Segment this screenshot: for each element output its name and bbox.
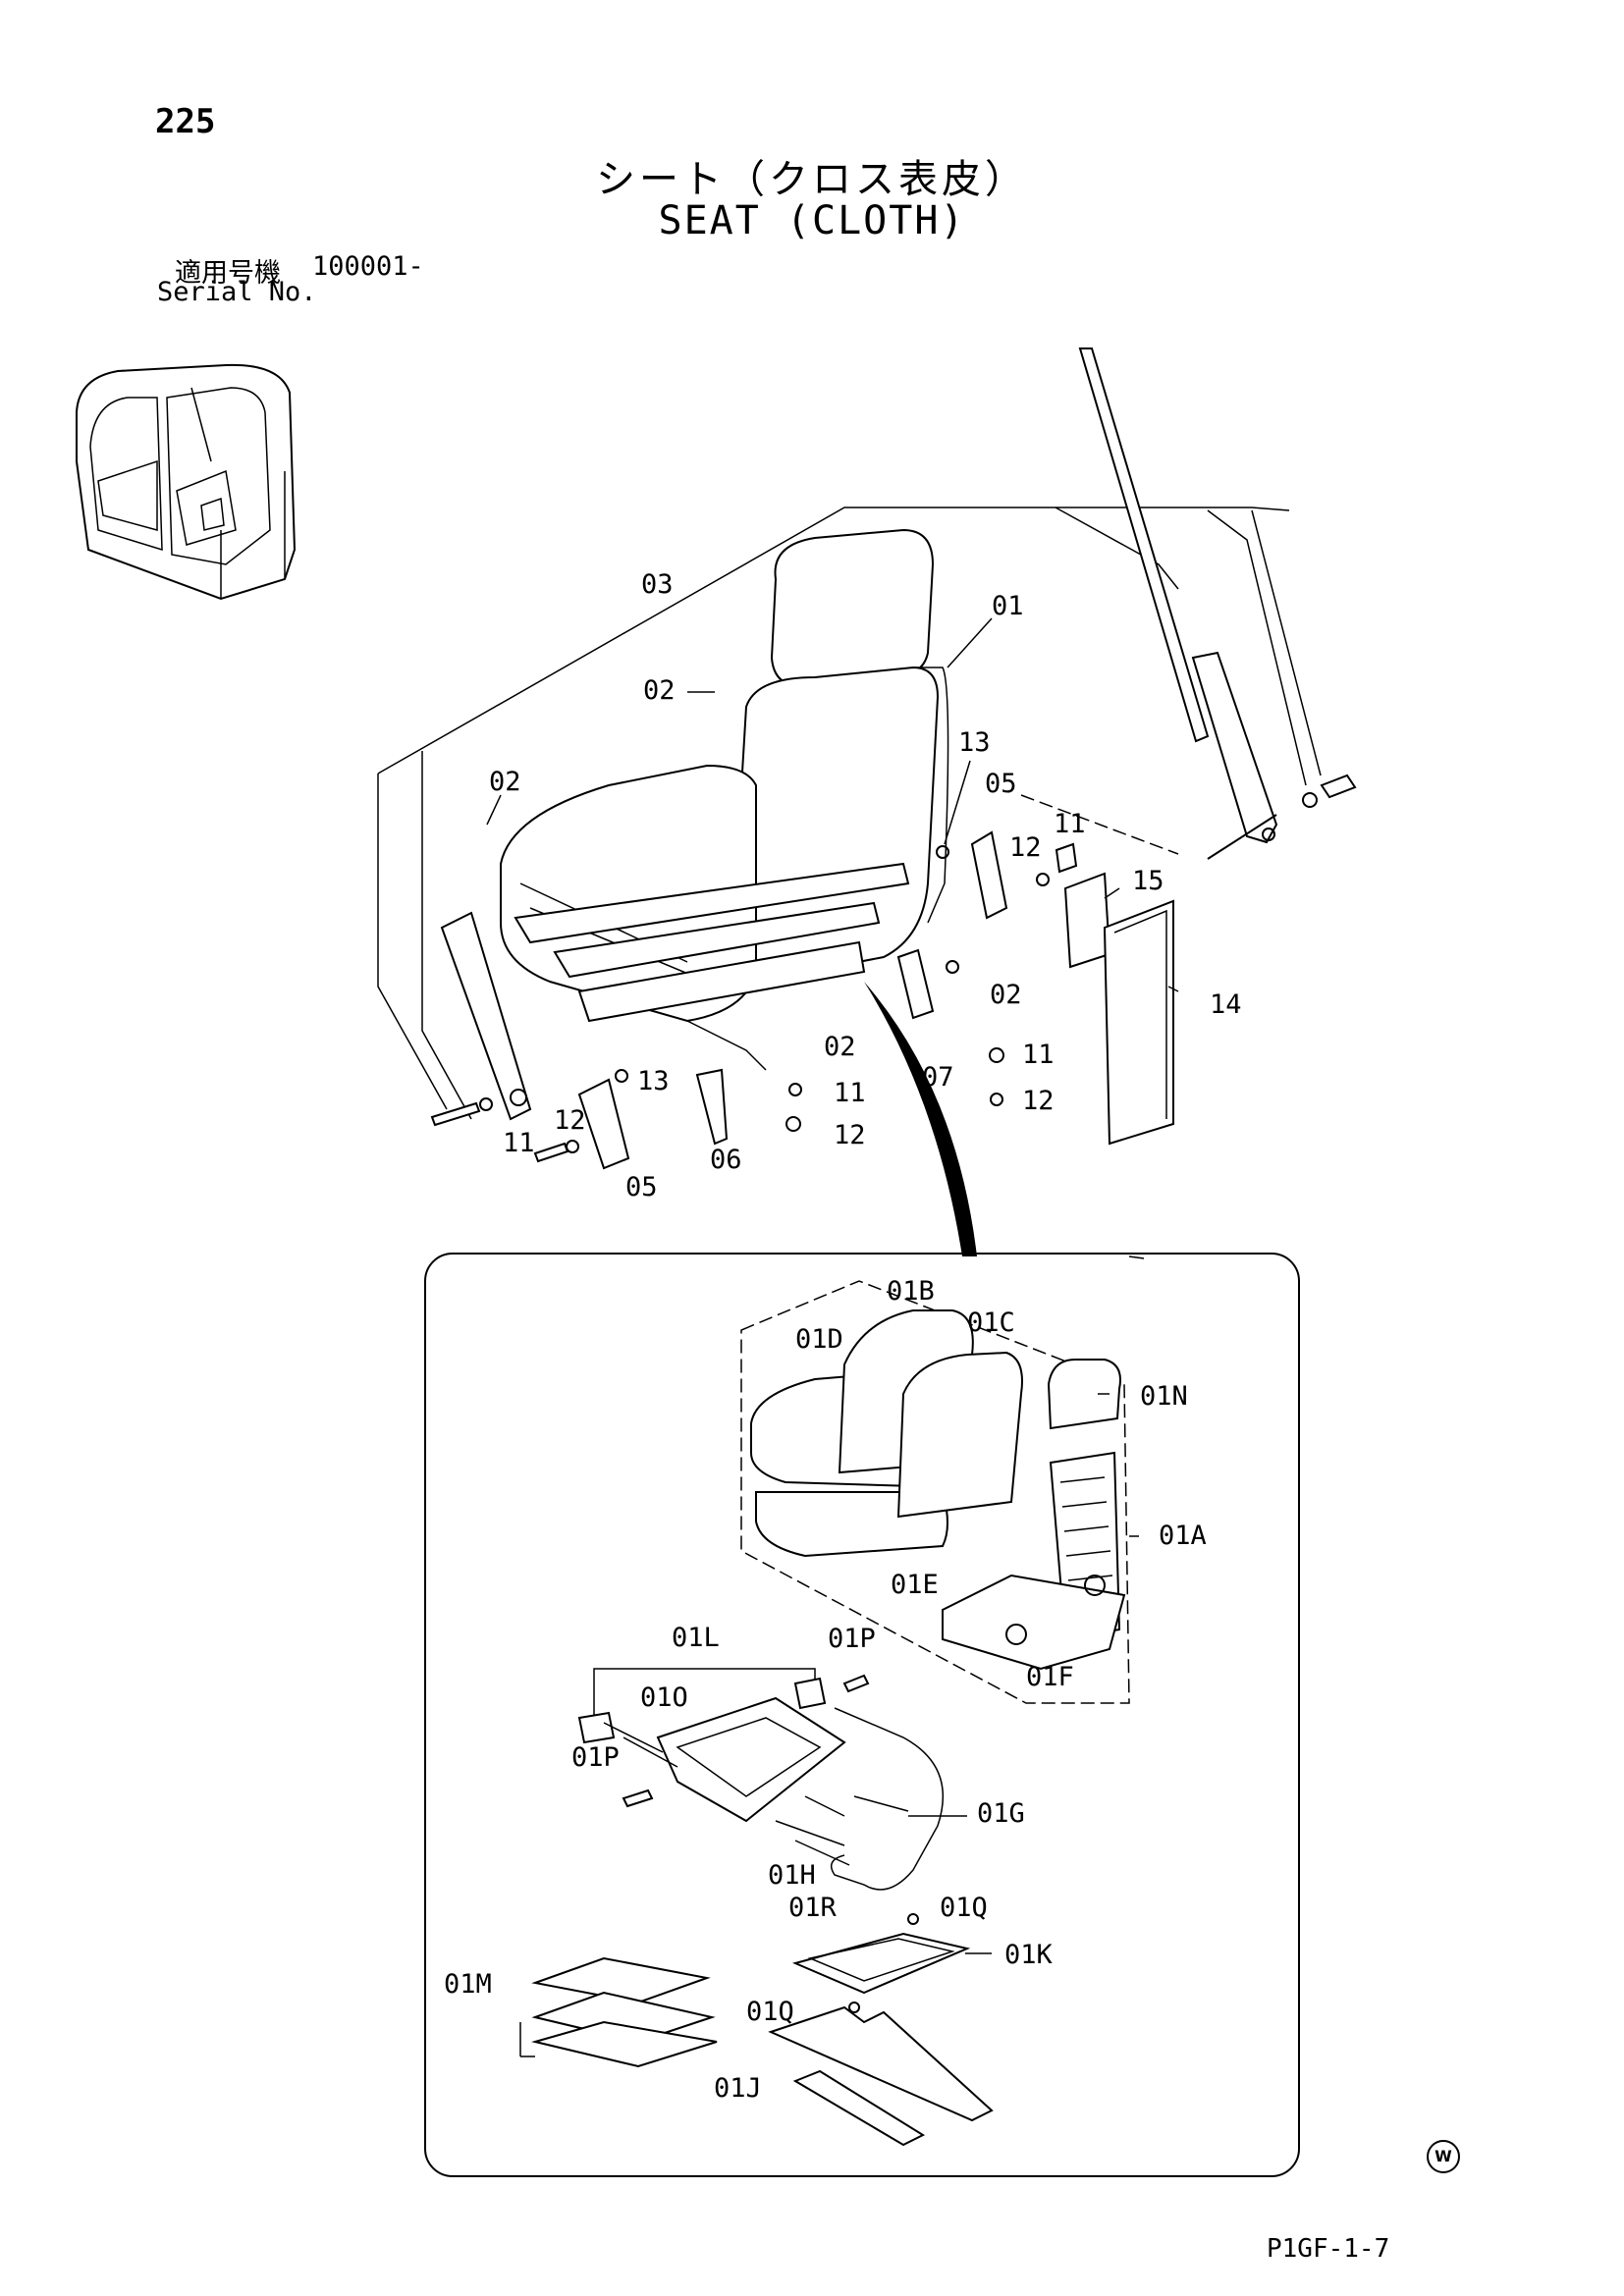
callout-01H: 01H xyxy=(768,1860,816,1891)
callout-01K: 01K xyxy=(1004,1940,1054,1970)
callout-01: 01 xyxy=(992,591,1024,621)
callout-02: 02 xyxy=(643,675,676,706)
callout-13: 13 xyxy=(958,727,991,758)
callout-06: 06 xyxy=(710,1145,742,1175)
callout-01A: 01A xyxy=(1159,1521,1207,1551)
callout-15: 15 xyxy=(1132,866,1164,896)
figure-code: P1GF-1-7 xyxy=(1267,2234,1390,2264)
callout-12: 12 xyxy=(1009,832,1042,863)
callout-05: 05 xyxy=(985,769,1017,799)
title-japanese: シート（クロス表皮） xyxy=(596,157,1028,202)
upper-callouts: 03 01 02 02 13 05 12 11 15 14 02 07 11 1… xyxy=(489,569,1242,1202)
callout-05: 05 xyxy=(625,1172,658,1202)
callout-02: 02 xyxy=(489,767,521,797)
serial-value: 100001- xyxy=(312,251,424,282)
callout-01E: 01E xyxy=(891,1570,939,1600)
callout-01Q: 01Q xyxy=(746,1997,794,2027)
w-mark-icon: W xyxy=(1427,2140,1460,2173)
callout-02: 02 xyxy=(824,1032,856,1062)
callout-03: 03 xyxy=(641,569,674,600)
callout-11: 11 xyxy=(1054,809,1086,839)
seat-assembly-outline xyxy=(377,347,1357,1256)
page-number: 225 xyxy=(155,102,216,141)
cab-location-thumbnail xyxy=(76,363,297,601)
callout-01R: 01R xyxy=(788,1893,838,1923)
callout-13: 13 xyxy=(637,1066,670,1096)
serial-label-japanese: 適用号機 xyxy=(175,258,281,289)
callout-01Q: 01Q xyxy=(940,1893,988,1923)
callout-leaders xyxy=(486,617,1179,1954)
callout-01J: 01J xyxy=(714,2073,762,2104)
serial-label-english: Serial No. xyxy=(157,277,317,307)
callout-01M: 01M xyxy=(444,1969,492,2000)
callout-01F: 01F xyxy=(1026,1662,1074,1692)
callout-01D: 01D xyxy=(795,1324,843,1355)
callout-01L: 01L xyxy=(672,1623,720,1653)
callout-01P: 01P xyxy=(571,1742,620,1773)
detail-callouts: 01B 01C 01D 01N 01A 01E 01F 01L 01P 01O … xyxy=(444,1276,1207,2104)
title-english: SEAT (CLOTH) xyxy=(658,198,966,243)
callout-11: 11 xyxy=(1022,1040,1055,1070)
callout-01P: 01P xyxy=(828,1624,876,1654)
callout-01N: 01N xyxy=(1140,1381,1188,1412)
callout-11: 11 xyxy=(834,1078,866,1108)
callout-07: 07 xyxy=(922,1062,954,1093)
callout-01G: 01G xyxy=(977,1798,1025,1829)
callout-11: 11 xyxy=(503,1128,535,1158)
detail-box xyxy=(424,1253,1300,2177)
callout-02: 02 xyxy=(990,980,1022,1010)
callout-12: 12 xyxy=(1022,1086,1055,1116)
callout-12: 12 xyxy=(554,1105,586,1136)
callout-01O: 01O xyxy=(640,1682,688,1713)
callout-14: 14 xyxy=(1210,989,1242,1020)
callout-01B: 01B xyxy=(887,1276,935,1307)
callout-12: 12 xyxy=(834,1120,866,1150)
callout-01C: 01C xyxy=(967,1308,1015,1338)
